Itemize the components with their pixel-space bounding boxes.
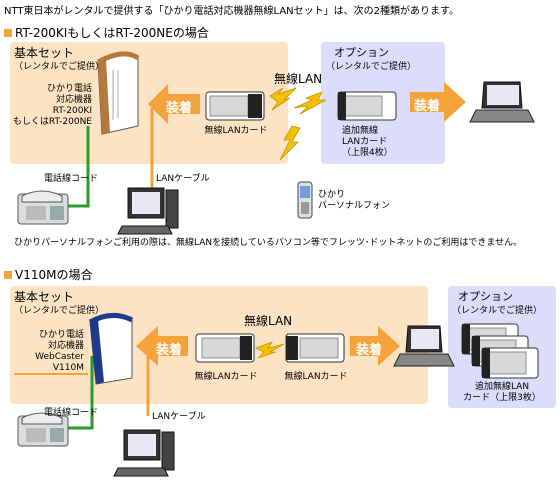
section2-option-card-label: 追加無線LAN カード（上限3枚）: [463, 382, 541, 403]
desktop-pc-icon-2: [113, 429, 175, 477]
section1-personal-phone-label: ひかり パーソナルフォン: [318, 190, 391, 211]
section2-heading: V110Mの場合: [4, 268, 92, 282]
section2-attach-label2: 装着: [356, 343, 383, 358]
laptop-icon: [469, 81, 535, 123]
section1-heading: RT-200KIもしくはRT-200NEの場合: [4, 26, 209, 40]
section2-option-sub: （レンタルでご提供）: [452, 306, 543, 316]
wireless-signal-icon: [269, 87, 297, 111]
intro-text: NTT東日本がレンタルで提供する「ひかり電話対応機器無線LANセット」は、次の2…: [4, 6, 460, 17]
attach-arrow-left-2: [136, 326, 188, 366]
phone-cord-line: [67, 126, 90, 208]
section1-lan-cable-label: LANケーブル: [156, 174, 210, 184]
phone-cord-line-2: [68, 356, 94, 430]
section2-heading-text: V110Mの場合: [15, 268, 93, 282]
section1-option-sub: （レンタルでご提供）: [326, 62, 417, 72]
section1-card-label: 無線LANカード: [204, 126, 268, 136]
router-icon-2: [88, 313, 134, 385]
section1-attach-label: 装着: [166, 101, 193, 116]
personal-phone-icon: [297, 181, 313, 219]
section2-wireless-label: 無線LAN: [244, 314, 293, 328]
section2-card-label-b: 無線LANカード: [284, 372, 348, 382]
wireless-signal-icon: [293, 91, 327, 115]
section1-basic-sub: （レンタルでご提供）: [14, 62, 105, 72]
router-icon: [96, 51, 140, 135]
wireless-card-icon-2b: [285, 333, 345, 363]
laptop-icon-2: [393, 325, 455, 367]
section2-lan-cable-label: LANケーブル: [152, 412, 206, 422]
section-bullet-icon: [4, 271, 12, 279]
section2-attach-label: 装着: [156, 343, 183, 358]
section2-basic-title: 基本セット: [14, 290, 75, 304]
section1-device-label: ひかり電話 対応機器 RT-200KI もしくはRT-200NE: [12, 84, 92, 127]
wireless-card-icon-2a: [195, 333, 255, 363]
telephone-icon: [17, 190, 69, 225]
attach-arrow-left: [148, 84, 200, 124]
additional-cards-stack-icon: [461, 323, 539, 379]
section2-device-label: ひかり電話 対応機器 WebCaster V110M: [35, 330, 84, 373]
section2-phone-cord-label: 電話線コード: [44, 408, 99, 418]
section1-option-title: オプション: [334, 46, 389, 59]
desktop-pc-icon: [117, 187, 179, 235]
attach-arrow-right: [410, 82, 466, 122]
section1-option-card-label: 追加無線 LANカード （上限4枚）: [342, 126, 393, 158]
additional-card-icon: [337, 91, 397, 121]
section1-heading-text: RT-200KIもしくはRT-200NEの場合: [15, 26, 209, 40]
wireless-signal-icon-2: [255, 341, 285, 359]
section1-phone-cord-label: 電話線コード: [44, 174, 99, 184]
section1-note: ひかりパーソナルフォンご利用の際は、無線LANを接続しているパソコン等でフレッツ…: [14, 238, 523, 248]
wireless-signal-icon: [279, 125, 301, 161]
section1-basic-title: 基本セット: [14, 46, 75, 60]
section2-option-title: オプション: [458, 290, 513, 303]
wireless-card-icon: [205, 91, 265, 121]
section2-basic-sub: （レンタルでご提供）: [14, 306, 105, 316]
section1-wireless-label: 無線LAN: [274, 72, 323, 86]
section2-card-label-a: 無線LANカード: [194, 372, 258, 382]
attach-arrow-right-2: [350, 326, 400, 366]
telephone-icon-2: [17, 412, 69, 447]
section1-attach-label2: 装着: [414, 99, 441, 114]
section-bullet-icon: [4, 29, 12, 37]
